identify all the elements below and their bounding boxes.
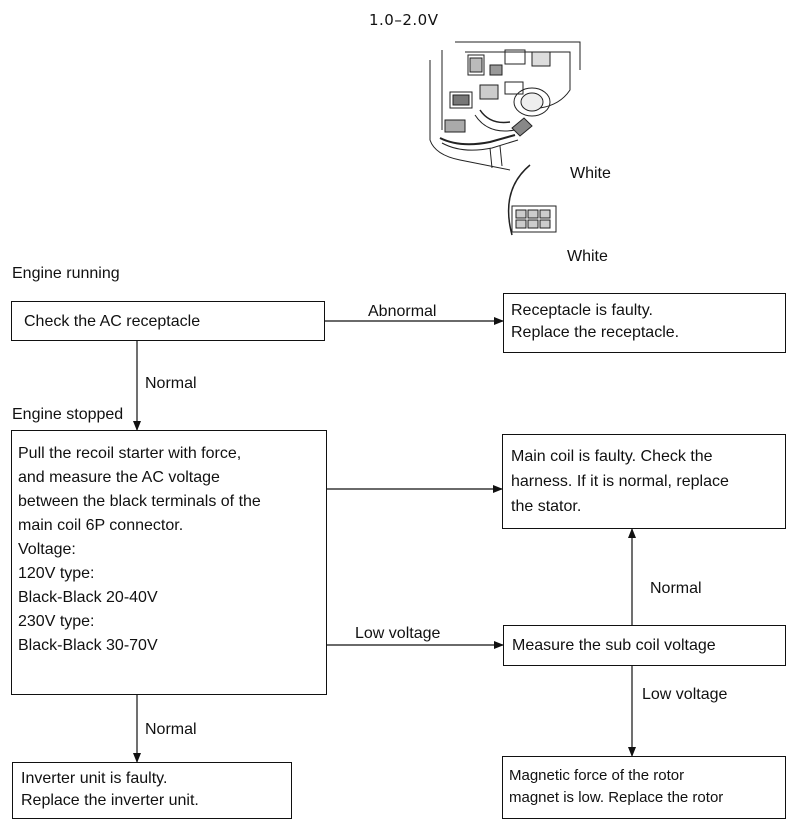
box-line: the stator. [511, 498, 582, 515]
main-coil-faulty-box: Main coil is faulty. Check the harness. … [502, 434, 786, 529]
box-line: 120V type: [18, 565, 95, 582]
stator-connector-illustration [429, 41, 581, 236]
box-line: Check the AC receptacle [24, 313, 201, 330]
label-normal-2: Normal [650, 580, 702, 597]
voltage-reading: 1.0–2.0V [369, 11, 439, 29]
box-line: harness. If it is normal, replace [511, 473, 729, 490]
receptacle-faulty-box: Receptacle is faulty. Replace the recept… [503, 293, 786, 353]
label-normal-3: Normal [145, 721, 197, 738]
white-wire-label-top: White [570, 165, 611, 182]
box-line: Measure the sub coil voltage [512, 637, 716, 654]
measure-sub-coil-box: Measure the sub coil voltage [503, 625, 786, 666]
engine-running-label: Engine running [12, 265, 120, 282]
engine-stopped-label: Engine stopped [12, 406, 124, 423]
box-line: 230V type: [18, 613, 95, 630]
label-normal-1: Normal [145, 375, 197, 392]
box-line: Black-Black 20-40V [18, 589, 158, 606]
box-line: Magnetic force of the rotor [509, 767, 685, 784]
box-line: Main coil is faulty. Check the [511, 448, 713, 465]
box-line: Pull the recoil starter with force, [18, 445, 242, 462]
box-line: magnet is low. Replace the rotor [509, 789, 724, 806]
label-low-voltage-1: Low voltage [355, 625, 441, 642]
box-line: Voltage: [18, 541, 76, 558]
box-line: between the black terminals of the [18, 493, 261, 510]
inverter-faulty-box: Inverter unit is faulty. Replace the inv… [12, 762, 292, 819]
box-line: and measure the AC voltage [18, 469, 220, 486]
label-abnormal: Abnormal [368, 303, 437, 320]
rotor-magnet-low-box: Magnetic force of the rotor magnet is lo… [502, 756, 786, 819]
box-line: Receptacle is faulty. [511, 302, 653, 319]
box-line: Inverter unit is faulty. [21, 770, 168, 787]
white-wire-label-bottom: White [567, 248, 608, 265]
pull-recoil-starter-box: Pull the recoil starter with force, and … [11, 430, 327, 695]
box-line: Replace the receptacle. [511, 324, 680, 341]
check-ac-receptacle-box: Check the AC receptacle [11, 301, 325, 341]
box-line: Replace the inverter unit. [21, 792, 199, 809]
label-low-voltage-2: Low voltage [642, 686, 728, 703]
box-line: Black-Black 30-70V [18, 637, 158, 654]
box-line: main coil 6P connector. [18, 517, 184, 534]
